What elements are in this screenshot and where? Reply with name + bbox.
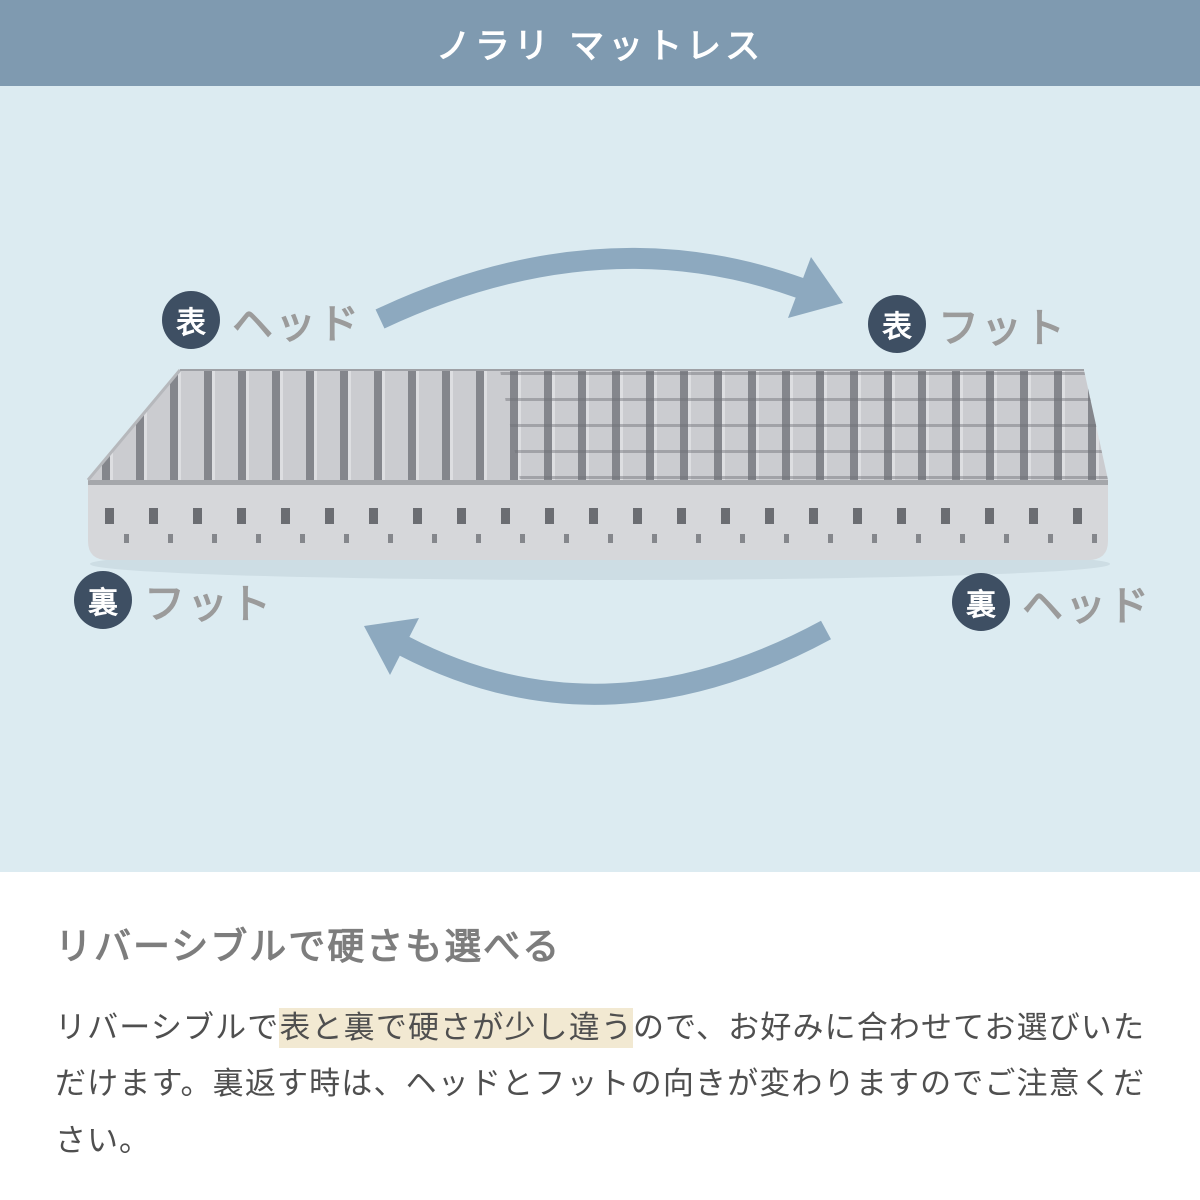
rotate-arrow-bottom-icon: [364, 618, 831, 705]
description-paragraph: リバーシブルで表と裏で硬さが少し違うので、お好みに合わせてお選びいただけます。裏…: [55, 1000, 1145, 1169]
front-head-label: ヘッド: [232, 300, 361, 348]
mattress: [86, 369, 1108, 560]
section-heading: リバーシブルで硬さも選べる: [55, 925, 562, 968]
label-front-foot: 表 フット: [868, 294, 1067, 354]
paragraph-before: リバーシブルで: [55, 1010, 280, 1046]
rotate-arrow-top-icon: [375, 247, 843, 329]
label-back-head: 裏 ヘッド: [952, 572, 1151, 632]
description-section: リバーシブルで硬さも選べる リバーシブルで表と裏で硬さが少し違うので、お好みに合…: [0, 872, 1200, 1170]
label-back-foot: 裏 フット: [74, 570, 273, 630]
page-title: ノラリ マットレス: [435, 26, 765, 67]
front-badge: 表: [868, 295, 926, 353]
header-bar: ノラリ マットレス: [0, 0, 1200, 86]
back-badge: 裏: [952, 573, 1010, 631]
front-foot-label: フット: [938, 304, 1067, 352]
front-badge: 表: [162, 291, 220, 349]
back-badge: 裏: [74, 571, 132, 629]
reversible-mattress-diagram: 表 ヘッド 表 フット 裏 フット 裏 ヘッド: [0, 86, 1200, 872]
mattress-illustration: [86, 247, 1110, 705]
back-foot-label: フット: [144, 580, 273, 628]
paragraph-after: ので、お好みに合わせてお選びいただけます。裏返す時は、ヘッドとフットの向きが変わ…: [55, 1010, 1145, 1159]
paragraph-highlight: 表と裏で硬さが少し違う: [279, 1008, 633, 1048]
label-front-head: 表 ヘッド: [162, 290, 361, 350]
back-head-label: ヘッド: [1022, 582, 1151, 630]
